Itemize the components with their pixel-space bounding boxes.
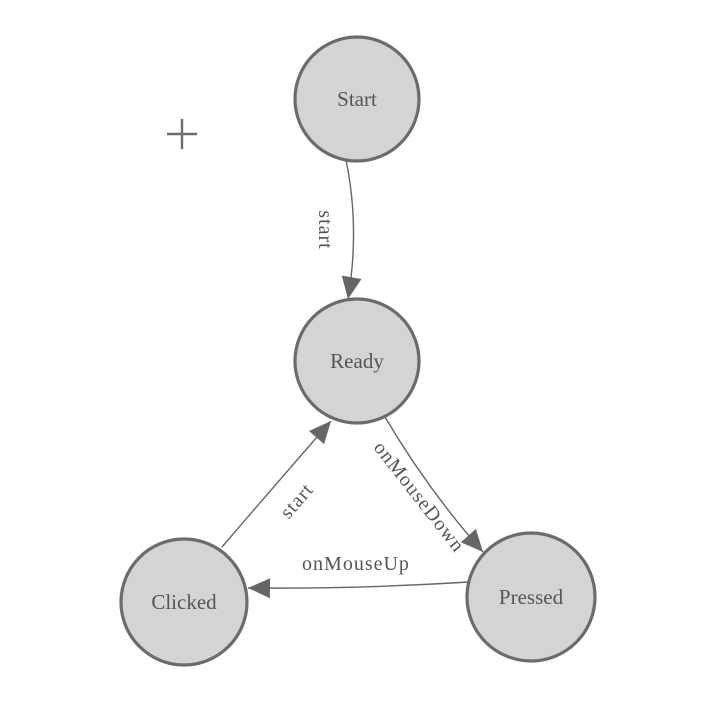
edge-pressed-to-clicked: onMouseUp — [247, 553, 470, 599]
arrowhead-icon — [341, 275, 362, 299]
state-label-pressed: Pressed — [499, 585, 564, 609]
arrowhead-icon — [248, 578, 271, 599]
arrowhead-icon — [309, 421, 331, 445]
edge-clicked-to-ready: start — [221, 420, 332, 548]
state-node-start: Start — [293, 35, 421, 163]
state-node-clicked: Clicked — [119, 537, 249, 667]
edge-start-to-ready: start — [314, 159, 362, 300]
arrowhead-icon — [460, 528, 483, 552]
state-label-ready: Ready — [330, 349, 384, 373]
state-node-pressed: Pressed — [465, 531, 597, 663]
edge-label-start-to-ready: start — [314, 210, 336, 249]
edge-ready-to-pressed: onMouseDown — [369, 416, 484, 557]
state-circle-start[interactable] — [293, 35, 421, 163]
state-label-start: Start — [337, 87, 377, 111]
crosshair-cursor-icon — [167, 119, 197, 149]
edge-label-pressed-to-clicked: onMouseUp — [302, 553, 410, 575]
edge-line-clicked-to-ready[interactable] — [221, 420, 332, 548]
state-circle-ready[interactable] — [293, 297, 421, 425]
edge-label-ready-to-pressed: onMouseDown — [369, 437, 469, 556]
state-circle-clicked[interactable] — [119, 537, 249, 667]
edge-label-clicked-to-ready: start — [276, 479, 318, 523]
state-circle-pressed[interactable] — [465, 531, 597, 663]
state-node-ready: Ready — [293, 297, 421, 425]
state-label-clicked: Clicked — [151, 590, 217, 614]
edge-line-pressed-to-clicked[interactable] — [247, 581, 470, 589]
